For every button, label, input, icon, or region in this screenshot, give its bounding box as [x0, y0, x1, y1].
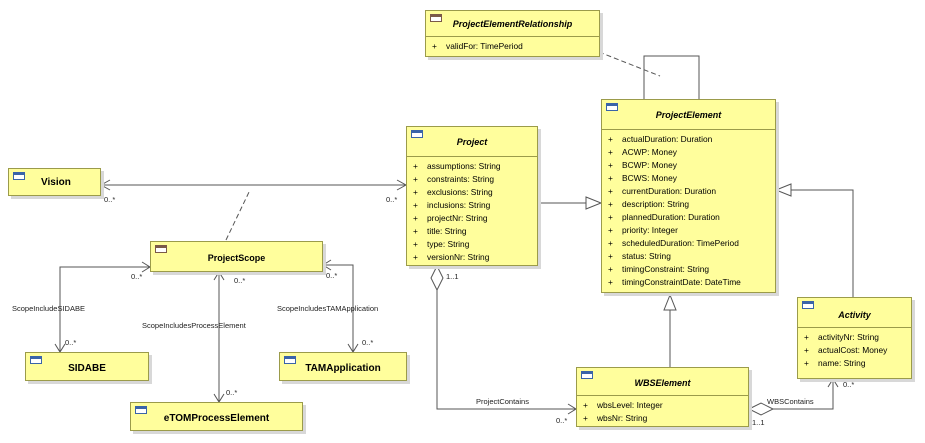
attribute: +wbsNr: String — [583, 413, 648, 423]
multiplicity-label: 0..* — [65, 338, 77, 347]
attribute: +projectNr: String — [413, 213, 488, 223]
attribute-list: +assumptions: String +constraints: Strin… — [407, 157, 537, 264]
class-name: Activity — [798, 298, 911, 328]
attribute: +timingConstraintDate: DateTime — [608, 277, 741, 287]
attribute: +timingConstraint: String — [608, 264, 710, 274]
class-icon — [581, 371, 593, 379]
association-label: ScopeIncludeSIDABE — [12, 304, 85, 313]
class-activity[interactable]: Activity +activityNr: String +actualCost… — [797, 297, 912, 379]
multiplicity-label: 0..* — [556, 416, 568, 425]
class-name: WBSElement — [577, 368, 748, 396]
class-name: Project — [407, 127, 537, 157]
projectscope-dashed-line — [225, 189, 251, 241]
multiplicity-label: 0..* — [843, 380, 855, 389]
attribute: +BCWP: Money — [608, 160, 677, 170]
multiplicity-label: 0..* — [234, 276, 246, 285]
attribute: +ACWP: Money — [608, 147, 677, 157]
class-name: ProjectScope — [207, 253, 266, 263]
class-icon — [606, 103, 618, 111]
association-label: ScopeIncludesProcessElement — [142, 321, 246, 330]
scope-tam-association — [323, 264, 354, 352]
multiplicity-label: 0..* — [104, 195, 116, 204]
attribute: +activityNr: String — [804, 332, 879, 342]
class-icon — [411, 130, 423, 138]
class-project-scope[interactable]: ProjectScope — [150, 241, 323, 272]
attribute-list: +wbsLevel: Integer +wbsNr: String — [577, 396, 748, 425]
association-class-dashed-line — [598, 51, 661, 77]
attribute: +plannedDuration: Duration — [608, 212, 720, 222]
attribute: +versionNr: String — [413, 252, 490, 262]
scope-sidabe-association — [59, 266, 150, 352]
class-icon — [13, 172, 25, 180]
class-name: Vision — [41, 177, 71, 188]
class-project-element[interactable]: ProjectElement +actualDuration: Duration… — [601, 99, 776, 293]
activity-generalization — [791, 189, 854, 297]
attribute: +inclusions: String — [413, 200, 491, 210]
multiplicity-label: 0..* — [386, 195, 398, 204]
attribute-list: +actualDuration: Duration +ACWP: Money +… — [602, 130, 775, 289]
association-label: WBSContains — [767, 397, 814, 406]
wbs-contains-composition — [773, 379, 834, 410]
multiplicity-label: 0..* — [362, 338, 374, 347]
attribute-list: +activityNr: String +actualCost: Money +… — [798, 328, 911, 370]
class-project[interactable]: Project +assumptions: String +constraint… — [406, 126, 538, 266]
attribute: +actualCost: Money — [804, 345, 888, 355]
attribute: +scheduledDuration: TimePeriod — [608, 238, 739, 248]
class-project-element-relationship[interactable]: ProjectElementRelationship +validFor: Ti… — [425, 10, 600, 57]
class-name: ProjectElement — [602, 100, 775, 130]
multiplicity-label: 0..* — [226, 388, 238, 397]
multiplicity-label: 0..* — [131, 272, 143, 281]
class-name: TAMApplication — [305, 363, 381, 374]
class-etom-process-element[interactable]: eTOMProcessElement — [130, 402, 303, 431]
attribute: +status: String — [608, 251, 671, 261]
multiplicity-label: 0..* — [326, 271, 338, 280]
class-icon — [802, 301, 814, 309]
project-contains-composition — [436, 290, 576, 410]
attribute: +exclusions: String — [413, 187, 493, 197]
projectelement-self-association — [643, 55, 700, 99]
class-tam-application[interactable]: TAMApplication — [279, 352, 407, 381]
class-name: eTOMProcessElement — [163, 413, 270, 424]
class-icon — [155, 245, 167, 253]
attribute: +BCWS: Money — [608, 173, 677, 183]
class-name: ProjectElementRelationship — [426, 11, 599, 37]
attribute: +validFor: TimePeriod — [432, 41, 523, 51]
association-label: ScopeIncludesTAMApplication — [277, 304, 379, 313]
attribute: +currentDuration: Duration — [608, 186, 717, 196]
class-name: SIDABE — [68, 363, 106, 374]
attribute: +description: String — [608, 199, 690, 209]
attribute: +wbsLevel: Integer — [583, 400, 663, 410]
attribute: +name: String — [804, 358, 866, 368]
attribute: +type: String — [413, 239, 470, 249]
class-icon — [30, 356, 42, 364]
class-icon — [284, 356, 296, 364]
multiplicity-label: 1..1 — [752, 418, 765, 427]
attribute: +actualDuration: Duration — [608, 134, 713, 144]
attribute: +priority: Integer — [608, 225, 678, 235]
multiplicity-label: 1..1 — [446, 272, 459, 281]
attribute: +assumptions: String — [413, 161, 501, 171]
class-wbs-element[interactable]: WBSElement +wbsLevel: Integer +wbsNr: St… — [576, 367, 749, 427]
class-vision[interactable]: Vision — [8, 168, 101, 196]
class-icon — [135, 406, 147, 414]
association-label: ProjectContains — [476, 397, 529, 406]
attribute: +constraints: String — [413, 174, 495, 184]
attribute: +title: String — [413, 226, 467, 236]
attribute-list: +validFor: TimePeriod — [426, 37, 599, 53]
class-icon — [430, 14, 442, 22]
class-sidabe[interactable]: SIDABE — [25, 352, 149, 381]
